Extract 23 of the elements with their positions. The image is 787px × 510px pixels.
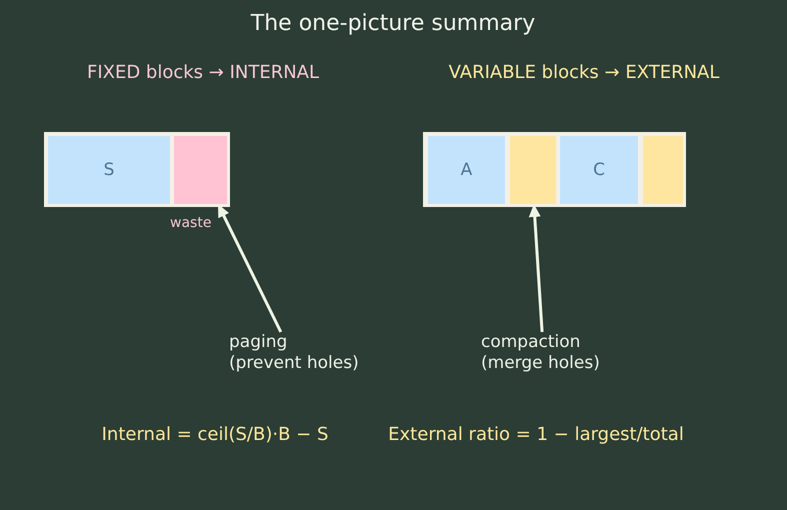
allocated-block xyxy=(48,136,170,204)
section-heading: FIXED blocks → INTERNAL xyxy=(86,62,320,83)
block-label: A xyxy=(460,160,472,180)
annotation-text: (prevent holes) xyxy=(229,353,359,374)
memory-strip xyxy=(423,132,686,207)
formula-text: External ratio = 1 − largest/total xyxy=(388,424,684,445)
memory-strip xyxy=(44,132,230,207)
annotation-text: (merge holes) xyxy=(481,353,600,374)
hole-block xyxy=(643,136,683,204)
hole-block xyxy=(510,136,556,204)
diagram-title: The one-picture summary xyxy=(250,11,536,36)
formula-text: Internal = ceil(S/B)·B − S xyxy=(102,424,328,445)
arrow xyxy=(218,204,282,333)
block-caption: waste xyxy=(170,215,212,231)
section-heading: VARIABLE blocks → EXTERNAL xyxy=(448,62,720,83)
block-label: C xyxy=(593,160,605,180)
block-label: S xyxy=(104,160,114,180)
allocated-block xyxy=(428,136,505,204)
arrow xyxy=(528,204,544,332)
annotation-title: paging xyxy=(229,332,288,353)
waste-block xyxy=(174,136,227,204)
annotation-title: compaction xyxy=(481,332,580,353)
allocated-block xyxy=(560,136,638,204)
